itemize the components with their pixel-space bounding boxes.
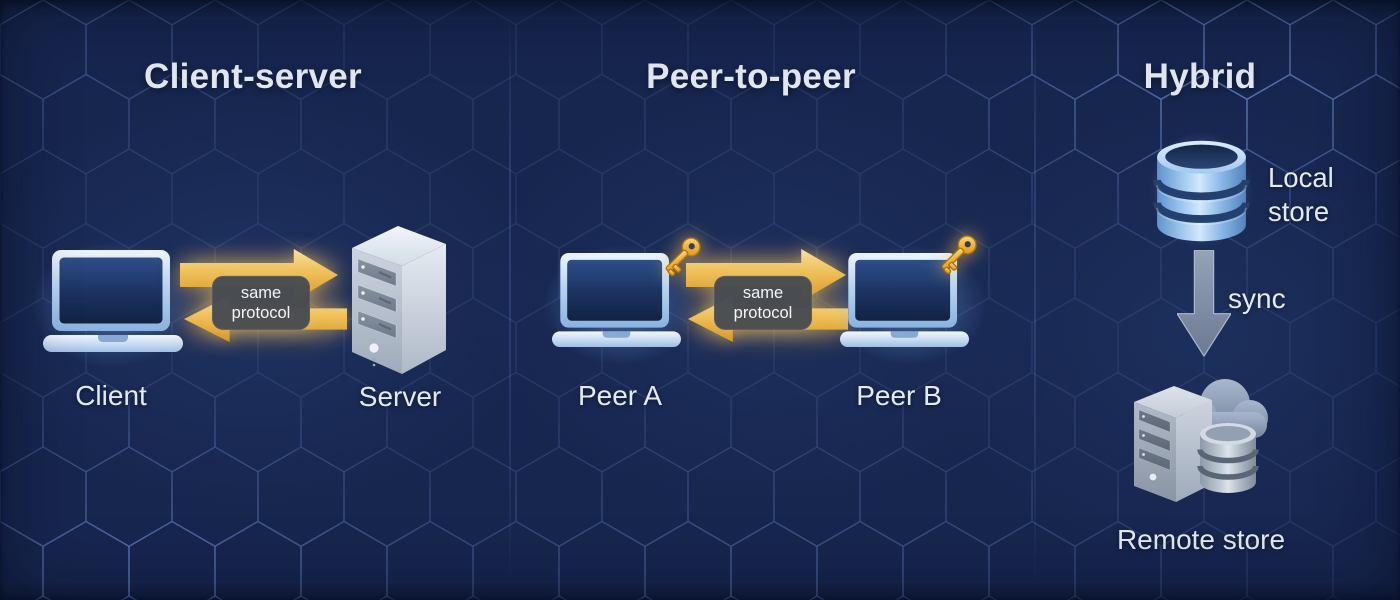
key-icon <box>655 231 707 283</box>
title-hybrid: Hybrid <box>1143 57 1257 96</box>
key-icon <box>931 229 983 281</box>
remote-database-icon <box>1197 423 1259 493</box>
protocol-label: same protocol <box>212 275 310 331</box>
caption-remote-store: Remote store <box>1116 524 1286 555</box>
remote-store-icon <box>1134 379 1268 502</box>
section-divider <box>1034 0 1036 600</box>
sync-down-arrow-icon <box>1177 250 1231 357</box>
client-laptop-icon <box>43 250 183 352</box>
section-divider <box>509 0 511 600</box>
peer-b-laptop-icon <box>840 253 969 347</box>
protocol-label: same protocol <box>714 275 812 331</box>
caption-local-store: Local store <box>1268 162 1334 227</box>
server-tower-icon <box>352 226 446 374</box>
title-client-server: Client-server <box>144 57 362 96</box>
local-database-icon <box>1153 140 1250 242</box>
caption-peer-b: Peer B <box>856 380 942 411</box>
caption-client: Client <box>75 380 147 411</box>
caption-peer-a: Peer A <box>577 380 663 411</box>
title-peer-to-peer: Peer-to-peer <box>646 57 856 96</box>
caption-server: Server <box>358 381 442 412</box>
sync-label: sync <box>1228 283 1286 314</box>
peer-a-laptop-icon <box>552 253 681 347</box>
